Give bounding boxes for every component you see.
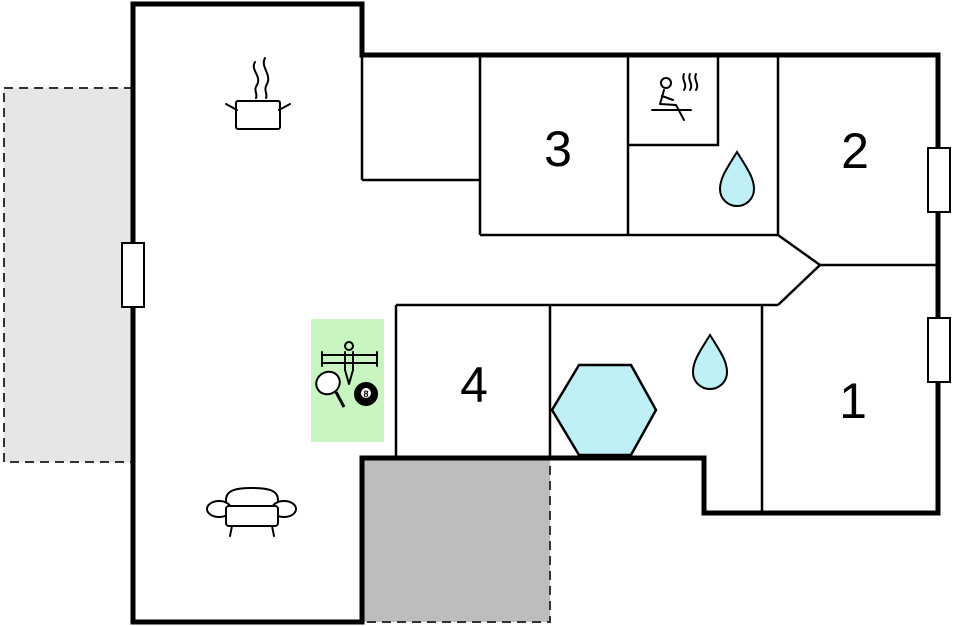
water-drop-icon (691, 333, 729, 391)
armchair-icon (206, 487, 297, 537)
window-left (121, 242, 145, 308)
terrace-bottom (362, 457, 551, 623)
hexagon-hot-tub-icon (550, 363, 658, 457)
outer-wall (130, 1, 941, 625)
cooking-pot-icon (225, 57, 291, 130)
room-label-4: 4 (460, 357, 488, 413)
room-label-2: 2 (841, 123, 869, 179)
terrace-left (3, 87, 133, 463)
games-icon: 8 (311, 319, 384, 442)
games-ball-label: 8 (363, 389, 368, 399)
water-drop-icon (718, 150, 756, 208)
room-label-3: 3 (544, 121, 572, 177)
room-label-1: 1 (839, 373, 867, 429)
interior-walls (360, 55, 938, 513)
sauna-icon (651, 73, 699, 121)
window-right-top (927, 147, 951, 213)
window-right-bottom (927, 317, 951, 383)
